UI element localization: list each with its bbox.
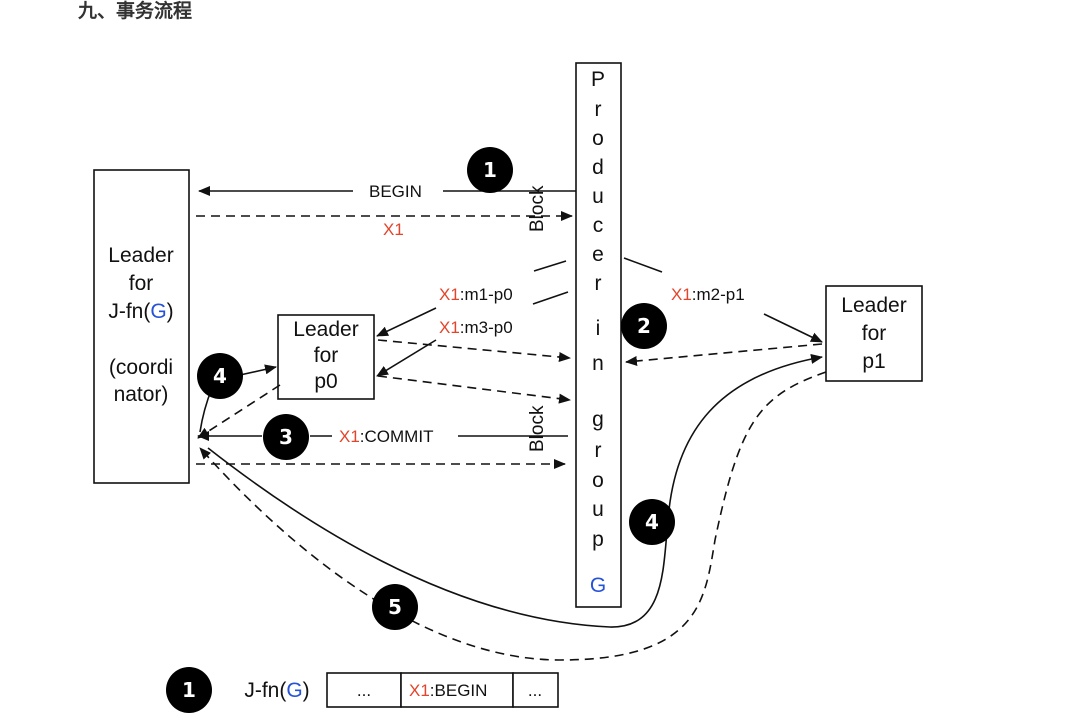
svg-text:4: 4 xyxy=(213,364,227,388)
producer-letter-11: g xyxy=(592,408,604,431)
producer-letter-15: p xyxy=(592,528,604,551)
block-label-top: Block xyxy=(527,185,548,232)
producer-letter-2: r xyxy=(595,98,602,121)
p0-leader-box: Leader for p0 xyxy=(277,314,375,400)
coordinator-to-p0-arrow xyxy=(239,364,277,376)
section-heading: 九、事务流程 xyxy=(77,0,192,22)
block-label-bottom: Block xyxy=(527,405,548,452)
x1-label: X1 xyxy=(383,220,404,239)
step-badge-2: 2 xyxy=(621,303,667,349)
log-cell-1 xyxy=(326,672,402,708)
svg-text:3: 3 xyxy=(279,425,293,449)
producer-letter-8: r xyxy=(595,272,602,295)
p0-ack-arrow-2 xyxy=(377,375,571,404)
svg-text:2: 2 xyxy=(637,314,651,338)
begin-label: BEGIN xyxy=(369,182,422,201)
producer-letter-1: P xyxy=(591,68,605,91)
coordinator-label-line3: J-fn(G) xyxy=(108,300,173,323)
p1-to-coordinator-curve xyxy=(199,371,827,661)
m3-p0-arrow-tail xyxy=(532,291,569,305)
producer-group-id: G xyxy=(590,574,606,597)
step-badge-3: 3 xyxy=(263,414,309,460)
p0-label-line1: Leader xyxy=(293,318,358,341)
coordinator-leader-box: Leader for J-fn(G) (coordi nator) xyxy=(93,169,190,484)
step-badge-5: 5 xyxy=(372,584,418,630)
m3-p0-arrow xyxy=(376,339,437,377)
coordinator-label-line2: for xyxy=(129,272,154,295)
producer-letter-3: o xyxy=(592,127,604,150)
producer-letter-9: i xyxy=(596,317,601,340)
m3-p0-label: X1:m3-p0 xyxy=(439,318,513,337)
producer-letter-5: u xyxy=(592,185,604,208)
svg-text:5: 5 xyxy=(388,595,402,619)
log-legend: 1 J-fn(G) ... X1:BEGIN ... xyxy=(166,667,559,713)
m1-p0-label: X1:m1-p0 xyxy=(439,285,513,304)
coordinator-to-p1-curve xyxy=(207,353,823,628)
p0-label-line3: p0 xyxy=(314,370,337,393)
p0-label-line2: for xyxy=(314,344,339,367)
producer-letter-6: c xyxy=(593,214,604,237)
coordinator-label-line4: (coordi xyxy=(109,356,173,379)
producer-letter-4: d xyxy=(592,156,604,179)
log-cell-3-text: ... xyxy=(528,681,542,700)
p0-ack-arrow-1 xyxy=(377,339,571,362)
svg-text:1: 1 xyxy=(483,158,497,182)
p1-label-line3: p1 xyxy=(862,350,885,373)
log-step-badge: 1 xyxy=(166,667,212,713)
coordinator-label-line5: nator) xyxy=(114,383,169,406)
commit-label: X1:COMMIT xyxy=(339,427,433,446)
p1-leader-box: Leader for p1 xyxy=(825,285,923,382)
svg-text:4: 4 xyxy=(645,510,659,534)
log-topic-name: J-fn(G) xyxy=(244,679,309,702)
step-badge-4-right: 4 xyxy=(629,499,675,545)
p0-to-coordinator-arrow xyxy=(197,384,281,439)
producer-letter-12: r xyxy=(595,439,602,462)
producer-letter-13: o xyxy=(592,469,604,492)
producer-letter-7: e xyxy=(592,243,604,266)
p1-label-line2: for xyxy=(862,322,887,345)
m2-p1-arrow-tail xyxy=(623,257,663,273)
log-cell-2-text: X1:BEGIN xyxy=(409,681,487,700)
svg-text:1: 1 xyxy=(182,678,196,702)
m2-p1-arrow xyxy=(763,313,823,343)
producer-letter-14: u xyxy=(592,498,604,521)
log-cell-3 xyxy=(512,672,559,708)
step-badge-1: 1 xyxy=(467,147,513,193)
m1-p0-arrow xyxy=(376,307,437,337)
m2-p1-label: X1:m2-p1 xyxy=(671,285,745,304)
producer-letter-10: n xyxy=(592,352,604,375)
step-badge-4-left: 4 xyxy=(197,353,243,399)
p1-ack-arrow xyxy=(625,343,823,366)
p1-label-line1: Leader xyxy=(841,294,906,317)
coordinator-label-line1: Leader xyxy=(108,244,173,267)
log-cell-1-text: ... xyxy=(357,681,371,700)
m1-p0-arrow-tail xyxy=(533,260,567,272)
